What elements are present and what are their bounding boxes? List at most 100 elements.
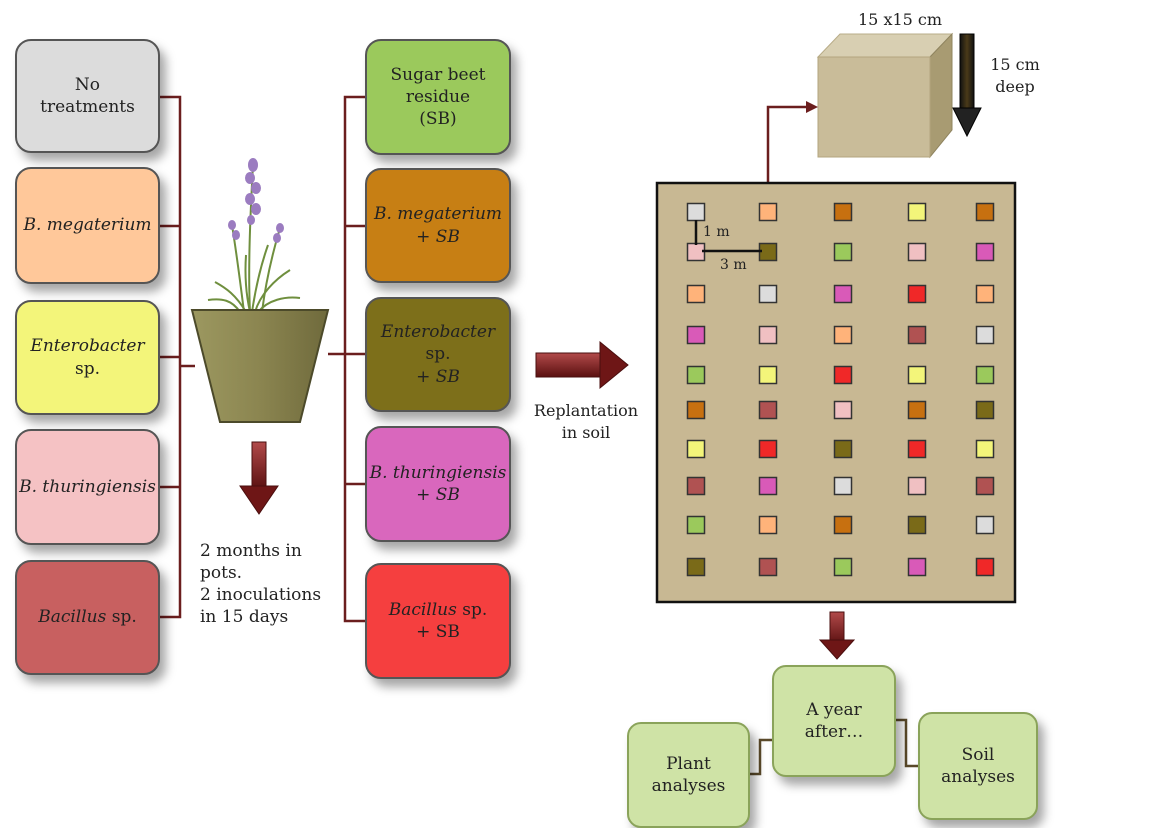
soil-sample-cube-icon	[816, 32, 954, 159]
field-plot-square	[975, 284, 995, 304]
treatment-b-megaterium: B. megaterium	[15, 167, 160, 284]
pot-note-line-2: pots.	[200, 563, 243, 584]
field-plot-square	[907, 365, 927, 385]
field-plot-square	[975, 365, 995, 385]
year-after-box: A year after…	[772, 665, 896, 777]
treatment-label: Enterobacter sp.+ SB	[380, 322, 496, 387]
pot-note-line-3: 2 inoculations	[200, 585, 322, 606]
field-plot-square	[975, 202, 995, 222]
plant-analyses-box: Plant analyses	[627, 722, 750, 828]
treatment-bacillus: Bacillus sp.	[15, 560, 160, 675]
pot-duration-note: 2 months in pots. 2 inoculations in 15 d…	[200, 540, 321, 628]
field-plot-square	[975, 400, 995, 420]
field-plot-square	[907, 515, 927, 535]
field-plot-square	[686, 476, 706, 496]
field-plot-square	[833, 400, 853, 420]
field-plot-square	[975, 325, 995, 345]
field-plot-square	[907, 439, 927, 459]
field-plot-square	[975, 515, 995, 535]
year-after-line-2: after…	[804, 722, 864, 742]
field-plot-square	[907, 400, 927, 420]
soil-analyses-box: Soil analyses	[918, 712, 1038, 820]
field-plot-square	[686, 202, 706, 222]
treatment-b-thuringiensis-sb: B. thuringiensis+ SB	[365, 426, 511, 542]
field-plot-square	[686, 242, 706, 262]
treatment-label: B. megaterium	[23, 215, 152, 236]
field-plot-square	[758, 325, 778, 345]
treatment-bacillus-sb: Bacillus sp.+ SB	[365, 563, 511, 679]
replantation-arrow-icon	[535, 340, 629, 390]
cube-depth-label: 15 cm deep	[984, 54, 1046, 99]
treatment-enterobacter-sb: Enterobacter sp.+ SB	[365, 297, 511, 412]
field-plot-square	[907, 202, 927, 222]
field-plot-square	[758, 557, 778, 577]
field-plot-square	[686, 400, 706, 420]
pot-icon	[190, 309, 330, 423]
field-plot-square	[907, 557, 927, 577]
field-plot-square	[833, 439, 853, 459]
field-plot-square	[833, 242, 853, 262]
treatment-b-megaterium-sb: B. megaterium+ SB	[365, 168, 511, 283]
right-connector-lines	[328, 95, 365, 623]
treatment-label: B. thuringiensis+ SB	[369, 462, 507, 505]
field-plot-square	[686, 515, 706, 535]
field-plot-square	[758, 476, 778, 496]
pot-down-arrow-icon	[239, 441, 279, 515]
treatment-label: B. megaterium+ SB	[373, 204, 503, 247]
field-plot-square	[758, 284, 778, 304]
field-plot-square	[686, 284, 706, 304]
field-plot-square	[907, 242, 927, 262]
field-plot-square	[833, 557, 853, 577]
field-plot-square	[758, 202, 778, 222]
field-plot-square	[686, 557, 706, 577]
pot-note-line-1: 2 months in	[200, 541, 302, 561]
treatment-label: Bacillus sp.	[38, 607, 137, 628]
soil-analyses-line-1: Soil	[961, 744, 995, 765]
plant-analyses-line-2: analyses	[651, 776, 726, 796]
spacing-label-vertical: 1 m	[703, 224, 730, 240]
field-plot-square	[975, 476, 995, 496]
pot-note-line-4: in 15 days	[200, 607, 289, 628]
field-down-arrow-icon	[818, 611, 856, 660]
replantation-label-line-2: in soil	[561, 422, 611, 442]
field-plot-square	[686, 365, 706, 385]
field-plot-square	[833, 284, 853, 304]
soil-analyses-line-2: analyses	[941, 767, 1015, 787]
year-after-line-1: A year	[806, 699, 862, 720]
field-plot-square	[975, 439, 995, 459]
field-plot-square	[907, 325, 927, 345]
depth-arrow-icon	[952, 33, 982, 138]
replantation-label: Replantation in soil	[524, 400, 648, 443]
sampling-connector	[766, 105, 806, 203]
cube-size-label: 15 x15 cm	[858, 10, 943, 29]
field-plot-square	[758, 439, 778, 459]
sampling-connector-arrowhead	[806, 101, 818, 113]
treatment-label: Bacillus sp.+ SB	[388, 599, 488, 642]
field-plot-square	[975, 242, 995, 262]
field-plot-square	[833, 202, 853, 222]
field-plot-square	[686, 439, 706, 459]
field-plot-square	[758, 242, 778, 262]
lavender-plant-icon	[207, 158, 301, 313]
field-plot-square	[758, 365, 778, 385]
field-grid	[686, 202, 995, 577]
field-plot-square	[833, 325, 853, 345]
treatment-b-thuringiensis: B. thuringiensis	[15, 429, 160, 545]
field-plot-square	[833, 515, 853, 535]
field-plot-square	[833, 365, 853, 385]
field-plot-square	[758, 515, 778, 535]
treatment-label: B. thuringiensis	[19, 476, 156, 497]
left-connector-lines	[160, 95, 195, 619]
analysis-connectors	[750, 718, 918, 776]
field-plot-square	[833, 476, 853, 496]
cube-depth-line-1: 15 cm	[990, 55, 1040, 74]
field-plot-square	[686, 325, 706, 345]
treatment-enterobacter: Enterobacter sp.	[15, 300, 160, 415]
field-plot-square	[907, 284, 927, 304]
spacing-label-horizontal: 3 m	[720, 257, 747, 273]
